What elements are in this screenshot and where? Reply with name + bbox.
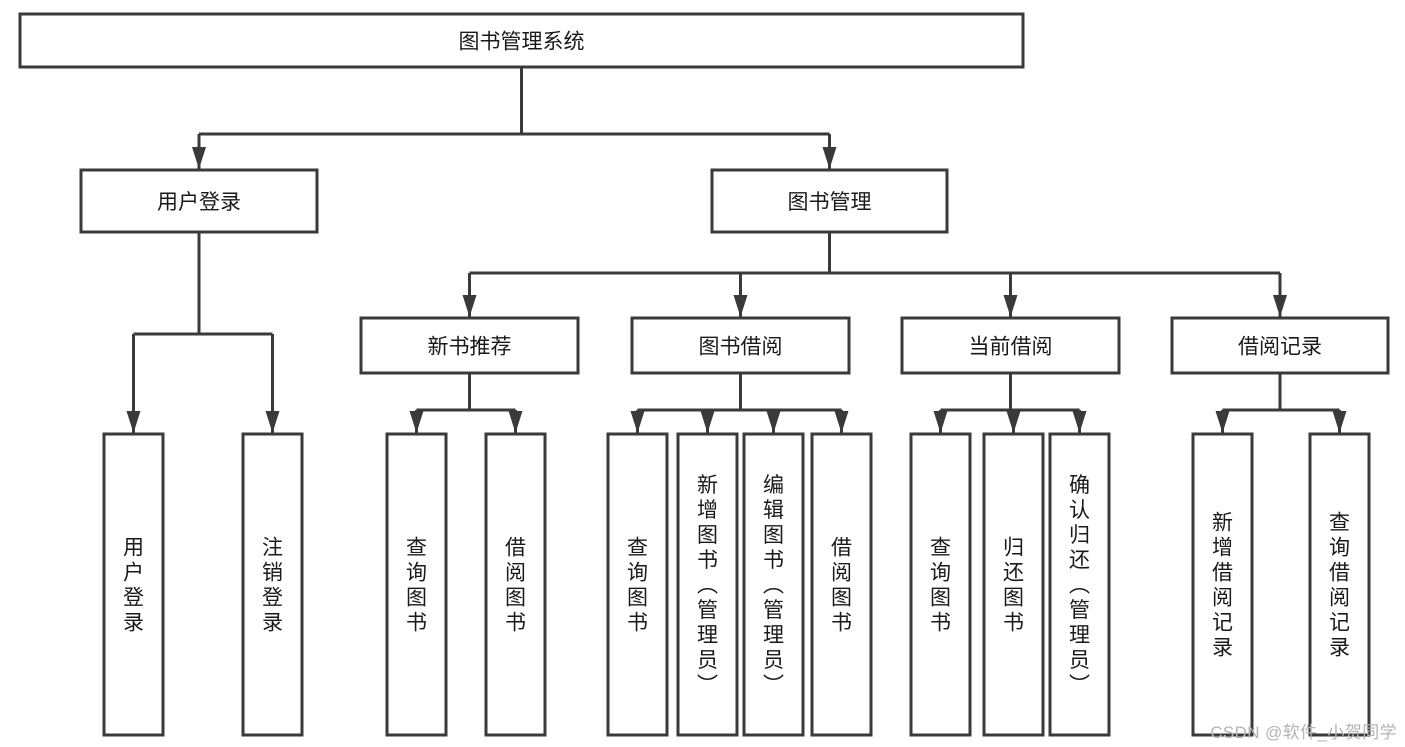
nodes-layer: 图书管理系统用户登录图书管理新书推荐图书借阅当前借阅借阅记录用户登录注销登录查询… bbox=[18, 12, 1390, 737]
arrow-head-icon bbox=[630, 411, 645, 433]
csdn-watermark: CSDN @软件_小贺同学 bbox=[1210, 723, 1397, 742]
node-box bbox=[1170, 316, 1390, 375]
node-label: 查询图书 bbox=[930, 537, 951, 635]
connector-lines bbox=[126, 67, 1347, 433]
node-leaf-query-record[interactable]: 查询借阅记录 bbox=[1308, 432, 1371, 737]
connector-group-book-borrow bbox=[630, 373, 849, 433]
node-leaf-user-login[interactable]: 用户登录 bbox=[102, 432, 165, 737]
arrow-head-icon bbox=[508, 411, 523, 433]
arrow-head-icon bbox=[700, 411, 715, 433]
arrow-head-icon bbox=[192, 147, 206, 169]
node-box bbox=[102, 432, 165, 737]
node-box bbox=[742, 432, 805, 737]
node-box bbox=[1308, 432, 1371, 737]
node-label: 用户登录 bbox=[123, 537, 144, 635]
node-leaf-logout[interactable]: 注销登录 bbox=[241, 432, 304, 737]
arrow-head-icon bbox=[265, 411, 280, 433]
node-label: 注销登录 bbox=[262, 537, 283, 635]
node-book-manage[interactable]: 图书管理 bbox=[710, 168, 949, 234]
node-leaf-return-book[interactable]: 归还图书 bbox=[982, 432, 1045, 737]
node-box bbox=[900, 316, 1121, 375]
node-leaf-borrow-book-bb[interactable]: 借阅图书 bbox=[810, 432, 873, 737]
node-leaf-query-book-rec[interactable]: 查询图书 bbox=[385, 432, 448, 737]
node-borrow-record[interactable]: 借阅记录 bbox=[1170, 316, 1390, 375]
node-box bbox=[676, 432, 739, 737]
node-box bbox=[359, 316, 580, 375]
node-label: 借阅记录 bbox=[1238, 336, 1322, 359]
node-box bbox=[241, 432, 304, 737]
node-box bbox=[982, 432, 1045, 737]
arrow-head-icon bbox=[1003, 295, 1018, 317]
node-box bbox=[79, 168, 319, 234]
arrow-head-icon bbox=[933, 411, 948, 433]
connector-group-book-manage bbox=[462, 232, 1287, 317]
arrow-head-icon bbox=[1332, 411, 1347, 433]
node-label: 借阅图书 bbox=[831, 537, 852, 635]
node-leaf-add-record[interactable]: 新增借阅记录 bbox=[1191, 432, 1254, 737]
node-label: 用户登录 bbox=[157, 191, 241, 214]
node-box bbox=[1048, 432, 1111, 737]
node-leaf-edit-book[interactable]: 编辑图书︵管理员︶ bbox=[742, 432, 805, 737]
arrow-head-icon bbox=[822, 147, 837, 169]
node-box bbox=[1191, 432, 1254, 737]
node-label: 图书管理 bbox=[788, 191, 872, 214]
arrow-head-icon bbox=[462, 295, 477, 317]
node-label: 新增借阅记录 bbox=[1212, 512, 1233, 660]
arrow-head-icon bbox=[1273, 295, 1287, 317]
node-label: 编辑图书︵管理员︶ bbox=[763, 474, 784, 697]
node-leaf-borrow-book-rec[interactable]: 借阅图书 bbox=[484, 432, 547, 737]
node-leaf-query-book-bb[interactable]: 查询图书 bbox=[606, 432, 669, 737]
connector-group-root bbox=[192, 67, 837, 169]
node-label: 图书管理系统 bbox=[459, 31, 585, 54]
node-label: 新增图书︵管理员︶ bbox=[697, 474, 718, 697]
node-box bbox=[484, 432, 547, 737]
node-leaf-confirm-return[interactable]: 确认归还︵管理员︶ bbox=[1048, 432, 1111, 737]
node-label: 借阅图书 bbox=[505, 537, 526, 635]
node-label: 查询借阅记录 bbox=[1329, 512, 1350, 660]
arrow-head-icon bbox=[409, 411, 424, 433]
node-new-book-rec[interactable]: 新书推荐 bbox=[359, 316, 580, 375]
node-box bbox=[710, 168, 949, 234]
node-label: 当前借阅 bbox=[969, 336, 1053, 359]
node-leaf-query-book-cb[interactable]: 查询图书 bbox=[909, 432, 972, 737]
node-user-login[interactable]: 用户登录 bbox=[79, 168, 319, 234]
arrow-head-icon bbox=[126, 411, 141, 433]
connector-group-user-login bbox=[126, 232, 280, 433]
connector-group-current-borrow bbox=[933, 373, 1087, 433]
node-box bbox=[909, 432, 972, 737]
node-label: 查询图书 bbox=[406, 537, 427, 635]
node-label: 新书推荐 bbox=[428, 336, 512, 359]
arrow-head-icon bbox=[1072, 411, 1087, 433]
node-box bbox=[606, 432, 669, 737]
arrow-head-icon bbox=[766, 411, 781, 433]
node-box bbox=[810, 432, 873, 737]
node-book-borrow[interactable]: 图书借阅 bbox=[630, 316, 851, 375]
node-box bbox=[385, 432, 448, 737]
arrow-head-icon bbox=[733, 295, 748, 317]
arrow-head-icon bbox=[1006, 411, 1021, 433]
node-label: 确认归还︵管理员︶ bbox=[1069, 474, 1090, 697]
node-leaf-add-book[interactable]: 新增图书︵管理员︶ bbox=[676, 432, 739, 737]
connector-group-borrow-record bbox=[1215, 373, 1347, 433]
connector-group-new-book-rec bbox=[409, 373, 523, 433]
arrow-head-icon bbox=[834, 411, 849, 433]
node-label: 图书借阅 bbox=[699, 336, 783, 359]
node-label: 查询图书 bbox=[627, 537, 648, 635]
node-box bbox=[630, 316, 851, 375]
node-label: 归还图书 bbox=[1003, 537, 1024, 635]
node-box bbox=[18, 12, 1025, 69]
arrow-head-icon bbox=[1215, 411, 1230, 433]
node-root[interactable]: 图书管理系统 bbox=[18, 12, 1025, 69]
node-current-borrow[interactable]: 当前借阅 bbox=[900, 316, 1121, 375]
